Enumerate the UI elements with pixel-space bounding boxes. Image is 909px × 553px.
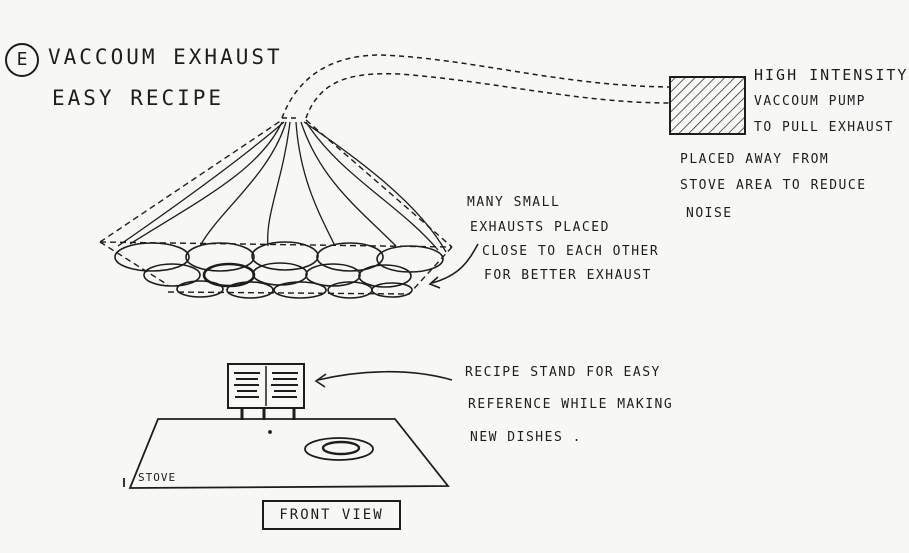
pump-note-line-1: HIGH INTENSITY <box>754 66 909 84</box>
exhaust-note-line-3: CLOSE TO EACH OTHER <box>482 244 660 259</box>
title-line-1: VACCOUM EXHAUST <box>48 45 283 69</box>
vacuum-pump <box>669 76 746 135</box>
stove <box>123 418 450 489</box>
pump-note-line-2: VACCOUM PUMP <box>754 94 866 109</box>
exhaust-note-line-1: MANY SMALL <box>467 195 561 210</box>
placement-note-line-1: PLACED AWAY FROM <box>680 152 830 167</box>
stand-note-line-3: NEW DISHES . <box>470 430 582 445</box>
exhaust-openings <box>114 241 444 299</box>
exhaust-note-line-2: EXHAUSTS PLACED <box>470 220 610 235</box>
view-label: FRONT VIEW <box>262 500 401 530</box>
stand-note-line-1: RECIPE STAND FOR EASY <box>465 365 661 380</box>
pump-note-line-3: TO PULL EXHAUST <box>754 120 894 135</box>
exhaust-leader <box>428 243 479 289</box>
stand-note-line-2: REFERENCE WHILE MAKING <box>468 397 674 412</box>
title-line-2: EASY RECIPE <box>52 86 225 110</box>
exhaust-duct <box>281 54 671 119</box>
exhaust-note-line-4: FOR BETTER EXHAUST <box>484 268 652 283</box>
stand-arrow <box>314 370 453 388</box>
placement-note-line-2: STOVE AREA TO REDUCE <box>680 178 867 193</box>
recipe-stand <box>227 363 305 420</box>
exhaust-tubes <box>117 121 447 253</box>
stove-label: STOVE <box>138 471 177 484</box>
section-badge: E <box>5 43 39 77</box>
placement-note-line-3: NOISE <box>686 206 733 221</box>
